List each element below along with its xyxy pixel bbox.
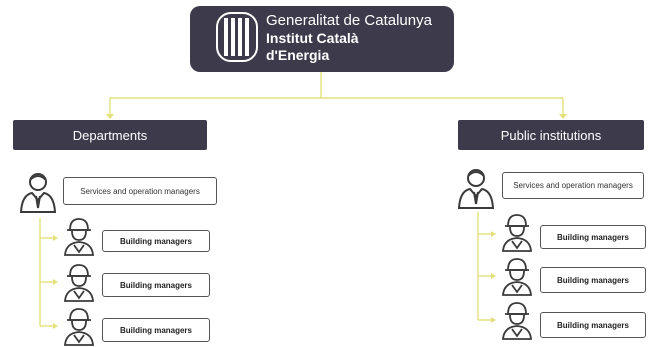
org-name-line3: d'Energia bbox=[266, 47, 330, 63]
catalonia-logo-icon bbox=[216, 12, 258, 62]
org-name-line1: Generalitat de Catalunya bbox=[266, 12, 432, 29]
org-name-line2: Institut Català bbox=[266, 30, 359, 46]
manager-person-icon bbox=[457, 169, 495, 209]
building-managers-box: Building managers bbox=[102, 318, 210, 342]
services-managers-box-left: Services and operation managers bbox=[63, 177, 217, 205]
building-managers-box: Building managers bbox=[102, 273, 210, 297]
building-worker-icon bbox=[502, 258, 532, 296]
building-worker-icon bbox=[64, 308, 94, 346]
building-worker-icon bbox=[502, 302, 532, 340]
building-worker-icon bbox=[502, 214, 532, 252]
building-managers-box: Building managers bbox=[540, 225, 646, 249]
manager-person-icon bbox=[19, 173, 57, 213]
building-worker-icon bbox=[64, 264, 94, 302]
building-managers-box: Building managers bbox=[540, 267, 646, 293]
services-managers-box-right: Services and operation managers bbox=[502, 172, 644, 199]
building-worker-icon bbox=[64, 218, 94, 256]
public-institutions-header: Public institutions bbox=[458, 120, 644, 150]
building-managers-box: Building managers bbox=[540, 312, 646, 338]
building-managers-box: Building managers bbox=[102, 230, 210, 252]
departments-header: Departments bbox=[13, 120, 207, 150]
